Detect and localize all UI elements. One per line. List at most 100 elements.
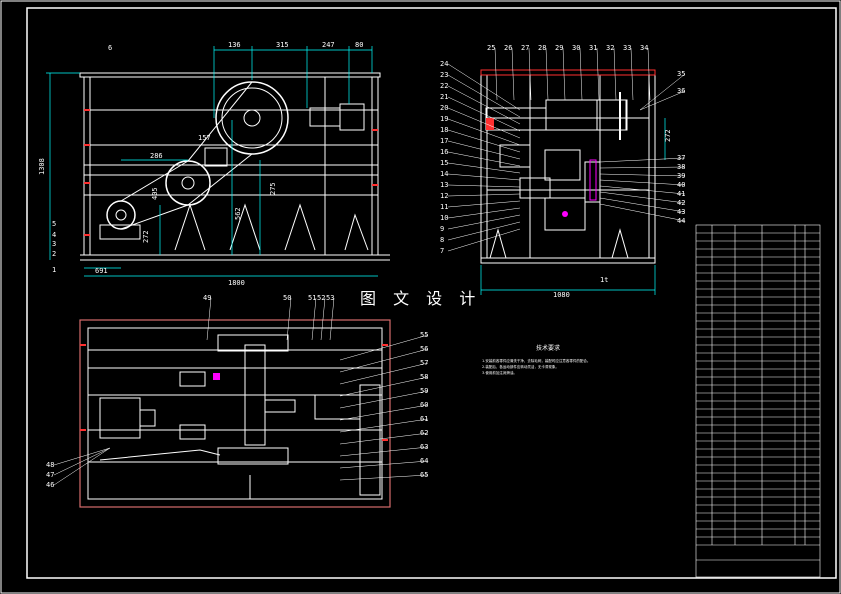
side-label-22-leader — [447, 85, 521, 125]
side-label-20: 20 — [440, 104, 448, 112]
side-label-13-leader — [447, 184, 521, 188]
side-view-dimensions — [480, 118, 666, 295]
side-label-42-leader — [599, 191, 686, 204]
side-label-26-leader — [511, 47, 515, 101]
side-label-19-leader — [447, 118, 521, 146]
side-label-40: 40 — [677, 181, 685, 189]
front-view — [79, 72, 390, 261]
side-label-32-leader — [613, 47, 617, 101]
side-label-31: 31 — [589, 44, 597, 52]
svg-text:1: 1 — [52, 266, 56, 274]
plan-label-46: 46 — [46, 481, 54, 489]
plan-label-63: 63 — [420, 443, 428, 451]
plan-label-60-leader — [339, 404, 429, 421]
plan-label-61: 61 — [420, 415, 428, 423]
front-view-part-labels: 6 5 4 3 2 1 — [52, 44, 112, 274]
side-label-26: 26 — [504, 44, 512, 52]
dim-275: 275 — [269, 182, 277, 195]
side-label-41-leader — [599, 185, 686, 195]
dim-1080: 1080 — [553, 291, 570, 299]
side-view-dim-text: 272 1080 1t — [553, 129, 672, 299]
side-label-20-leader — [447, 107, 521, 139]
plan-label-50: 50 — [283, 294, 291, 302]
svg-text:5: 5 — [52, 220, 56, 228]
side-label-40-leader — [599, 179, 686, 186]
dim-80: 80 — [355, 41, 363, 49]
dim-272-side: 272 — [664, 129, 672, 142]
side-label-34: 34 — [640, 44, 648, 52]
side-label-22: 22 — [440, 82, 448, 90]
side-label-39: 39 — [677, 172, 685, 180]
side-label-23: 23 — [440, 71, 448, 79]
plan-label-48-leader — [53, 447, 111, 466]
plan-label-64-leader — [339, 460, 429, 469]
side-view-accents — [480, 69, 656, 217]
plan-label-57-leader — [339, 362, 429, 385]
side-label-9: 9 — [440, 225, 444, 233]
plan-label-55: 55 — [420, 331, 428, 339]
plan-label-49-leader — [206, 297, 212, 341]
plan-label-64: 64 — [420, 457, 428, 465]
front-view-dimensions — [46, 46, 378, 277]
side-label-16-leader — [447, 151, 521, 167]
side-label-17: 17 — [440, 137, 448, 145]
plan-label-51: 51 — [308, 294, 316, 302]
side-label-27-leader — [528, 47, 532, 101]
plan-label-58-leader — [339, 376, 429, 397]
side-label-29-leader — [562, 47, 566, 101]
plan-label-63-leader — [339, 446, 429, 457]
svg-text:3: 3 — [52, 240, 56, 248]
side-label-43: 43 — [677, 208, 685, 216]
side-label-7-leader — [447, 228, 521, 252]
plan-view-accents — [79, 319, 391, 508]
plan-label-52: 52 — [317, 294, 325, 302]
side-label-11: 11 — [440, 203, 448, 211]
plan-label-65-leader — [339, 474, 429, 481]
side-label-15: 15 — [440, 159, 448, 167]
plan-label-62-leader — [339, 432, 429, 445]
dim-1308: 1308 — [38, 158, 46, 175]
plan-label-53: 53 — [326, 294, 334, 302]
side-label-13: 13 — [440, 181, 448, 189]
side-label-9-leader — [447, 214, 521, 230]
plan-label-51-leader — [311, 297, 317, 341]
notes-line-1: 1.安装前各零件应清洗干净，去除毛刺，装配时应注意各零件的配合。 — [482, 358, 590, 363]
dim-315: 315 — [276, 41, 289, 49]
plan-view — [79, 319, 391, 508]
side-label-44-leader — [599, 203, 686, 222]
svg-text:2: 2 — [52, 250, 56, 258]
dim-286: 286 — [150, 152, 163, 160]
side-label-19: 19 — [440, 115, 448, 123]
notes-line-3: 3.使用前加注润滑油。 — [482, 370, 517, 375]
side-label-28: 28 — [538, 44, 546, 52]
plan-label-56-leader — [339, 348, 429, 373]
technical-notes: 技术要求 1.安装前各零件应清洗干净，去除毛刺，装配时应注意各零件的配合。 2.… — [482, 344, 590, 375]
dim-1800: 1800 — [228, 279, 245, 287]
side-label-34-leader — [647, 47, 651, 101]
side-label-27: 27 — [521, 44, 529, 52]
dim-272: 272 — [142, 230, 150, 243]
side-label-8: 8 — [440, 236, 444, 244]
side-label-30: 30 — [572, 44, 580, 52]
side-label-41: 41 — [677, 190, 685, 198]
side-label-29: 29 — [555, 44, 563, 52]
plan-label-53-leader — [329, 297, 335, 341]
side-label-10: 10 — [440, 214, 448, 222]
side-label-7: 7 — [440, 247, 444, 255]
side-label-36-leader — [639, 90, 686, 111]
side-label-42: 42 — [677, 199, 685, 207]
svg-text:4: 4 — [52, 231, 56, 239]
plan-label-62: 62 — [420, 429, 428, 437]
side-label-44: 44 — [677, 217, 685, 225]
dim-691: 691 — [95, 267, 108, 275]
plan-label-59: 59 — [420, 387, 428, 395]
plan-label-46-leader — [53, 447, 111, 486]
plan-label-56: 56 — [420, 345, 428, 353]
side-label-12-leader — [447, 193, 521, 197]
front-view-dim-text: 136 315 247 80 1308 1800 691 286 157 405… — [38, 41, 363, 287]
plan-label-52-leader — [320, 297, 326, 341]
side-label-10-leader — [447, 207, 521, 219]
